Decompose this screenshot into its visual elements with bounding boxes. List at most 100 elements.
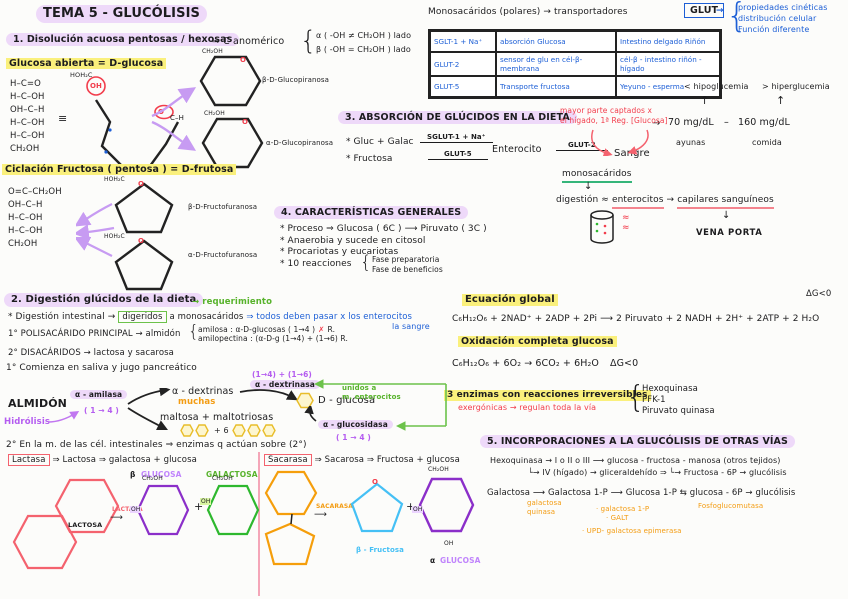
cross-mark: ✗ [318, 325, 325, 334]
section4-bullets: * Proceso ⇒ Glucosa ( 6C ) ⟶ Piruvato ( … [280, 224, 487, 269]
hoh2c-label: HOH₂C [70, 71, 93, 79]
sucrase-line: Sacarasa ⇒ Sacarosa ⇒ Fructosa + glucosa [264, 454, 460, 467]
amylopectin-line: amilopectina : (α-D-g (1→4) + (1→6) R. [198, 334, 348, 343]
liver-note-arrows [591, 129, 649, 156]
ring-o-label: O [240, 56, 247, 64]
intestinal-membrane-line: 2° En la m. de las cél. intestinales ⇒ e… [6, 440, 307, 450]
glut5-reaction-label: GLUT-5 [428, 150, 488, 161]
sucrase-products: ⇒ Sacarosa ⇒ Fructosa + glucosa [314, 455, 460, 465]
cyclization-arrows-glucose [151, 87, 197, 151]
exergonic-note: exergónicas → regulan toda la vía [458, 403, 597, 412]
portal-vein-label: VENA PORTA [696, 228, 763, 238]
page-title: TEMA 5 - GLUCÓLISIS [36, 5, 207, 23]
gut-lumen-cylinder [590, 210, 614, 244]
plus-six-label: + 6 [214, 426, 229, 435]
galactokinase-label: galactosa quinasa [527, 499, 562, 516]
many-label: muchas [178, 397, 216, 407]
hyperglycemia-label: > hiperglucemia [762, 82, 830, 91]
alpha-fructofuranose-ring [114, 239, 174, 291]
dextrins-to-glucose-arrow [239, 389, 298, 401]
starch-brace: { [188, 322, 199, 342]
section1-heading-rest: ⇒ C anomérico [212, 36, 285, 47]
delta-g-note: ΔG<0 [610, 358, 639, 369]
range-arrow: → [652, 118, 661, 129]
sucrase-box: Sacarasa [264, 454, 312, 467]
glut-props: propiedades cinéticas distribución celul… [738, 3, 828, 34]
meal-label: comida [752, 138, 782, 147]
starch-branch-arrows [127, 388, 171, 430]
bond-1-4-label: ( 1 → 4 ) [336, 433, 371, 442]
monosaccharides-label: monosacáridos [562, 169, 632, 183]
liver-uptake-note: mayor parte captados x el hígado, 1ª Reg… [560, 106, 668, 125]
glut2-reaction-label: GLUT-2 [556, 141, 608, 152]
digeridos-box: digeridos [118, 311, 167, 324]
ch2oh-label: CH₂OH [428, 466, 449, 473]
enterocytes-label: enterocitos [611, 195, 664, 209]
oxidation-equation: C₆H₁₂O₆ + 6O₂ → 6CO₂ + 6H₂O [452, 358, 599, 369]
dextrins-label: α - dextrinas [172, 386, 234, 397]
approx-sign: ≈ [601, 195, 609, 205]
section-divider [258, 452, 260, 596]
galactose-product-label: GALACTOSA [206, 470, 258, 479]
beta-label: β [130, 470, 136, 479]
glucose-open-label: Glucosa abierta = D-glucosa [6, 58, 167, 70]
section3-heading: 3. ABSORCIÓN DE GLÚCIDOS EN LA DIETA [338, 111, 577, 125]
hoh2c-label: HOH₂C [104, 176, 125, 183]
down-arrow: ↓ [584, 181, 593, 192]
lactase-box: Lactasa [8, 454, 50, 467]
disaccharides-line: 2° DISACÁRIDOS → lactosa y sacarosa [8, 348, 174, 358]
membrane-bound-note: unidos a m. enterocitos [342, 384, 401, 401]
glucose-product-label: GLUCOSA [141, 470, 182, 479]
glut-cell: Intestino delgado Riñón [616, 31, 720, 52]
sucrase-arrow-label: SACARASA [316, 503, 354, 510]
red-squiggle: ≈ [622, 223, 630, 233]
polysaccharide-line: 1° POLISACÁRIDO PRINCIPAL → almidón [8, 329, 181, 339]
glut-cell: sensor de glu en cél-β- membrana [496, 52, 616, 76]
membrane-bound-connector [314, 379, 447, 431]
amylase-label: α - amilasa [70, 390, 128, 399]
glut-cell: Transporte fructosa [496, 76, 616, 97]
glut-props-brace: { [726, 0, 748, 36]
galactose-oh-box: OH [200, 498, 212, 506]
enzymes-list: Hexoquinasa PFK-1 Piruvato quinasa [642, 384, 715, 416]
ring-o-label: O [372, 478, 379, 486]
oxidation-label: Oxidación completa glucosa [458, 336, 617, 348]
dextrinase-label: α - dextrinasa [250, 380, 320, 389]
lactase-line: Lactasa ⇒ Lactosa ⇒ galactosa + glucosa [8, 454, 197, 467]
monosaccharide-target: a monosacáridos [169, 312, 244, 322]
glucosidase-up-arrow [304, 406, 317, 422]
maltose-hexagons [180, 424, 209, 437]
circled-oh-label: OH [90, 82, 103, 90]
d-glucose-label: D - glucosa [318, 395, 376, 406]
up-arrow: ↑ [700, 94, 710, 107]
fructose-label: * Fructosa [346, 154, 393, 164]
section5-heading: 5. INCORPORACIONES A LA GLUCÓLISIS DE OT… [480, 435, 795, 449]
capillaries-label: capilares sanguíneos [677, 195, 774, 209]
bond-1-4-label: ( 1 → 4 ) [84, 406, 119, 415]
ch2oh-label: CH₂OH [202, 48, 223, 55]
blood-note: la sangre [392, 322, 430, 331]
glucosidase-label: α - glucosidasa [318, 420, 393, 429]
range-dash: – [724, 117, 729, 128]
plus-sign: + [194, 500, 204, 513]
glucose-range-low: 70 mg/dL [668, 117, 714, 128]
ch2oh-label: CH₂OH [212, 475, 233, 482]
glut-cell: SGLT-1 + Na⁺ [430, 31, 496, 52]
glut-box: GLUT [684, 3, 725, 19]
glut-table: SGLT-1 + Na⁺ absorción Glucosa Intestino… [428, 29, 722, 99]
beta-pyranose-label: β-D-Glucopiranosa [262, 76, 330, 84]
glut-arrow: → [716, 6, 724, 16]
glut-cell: cél-β - intestino riñón - hígado [616, 52, 720, 76]
hydrolysis-label: Hidrólisis [4, 417, 51, 427]
fischer-glucose: H–C=O H–C–OH OH–C–H H–C–OH H–C–OH CH₂OH [10, 79, 45, 154]
irreversible-enzymes-heading: 3 enzimas con reacciones irreversibles [444, 390, 651, 401]
red-squiggle: ≈ [622, 213, 630, 223]
global-equation-label: Ecuación global [462, 294, 558, 306]
alpha-label: α [430, 556, 436, 565]
gluc-galac-label: * Gluc + Galac [346, 137, 414, 147]
oh-label: OH [444, 540, 454, 547]
fases-list: Fase preparatoria Fase de beneficios [372, 255, 443, 274]
enterocyte-label: Enterocito [492, 144, 542, 155]
ch-label: C–H [170, 114, 184, 122]
fases-brace: { [360, 252, 372, 273]
